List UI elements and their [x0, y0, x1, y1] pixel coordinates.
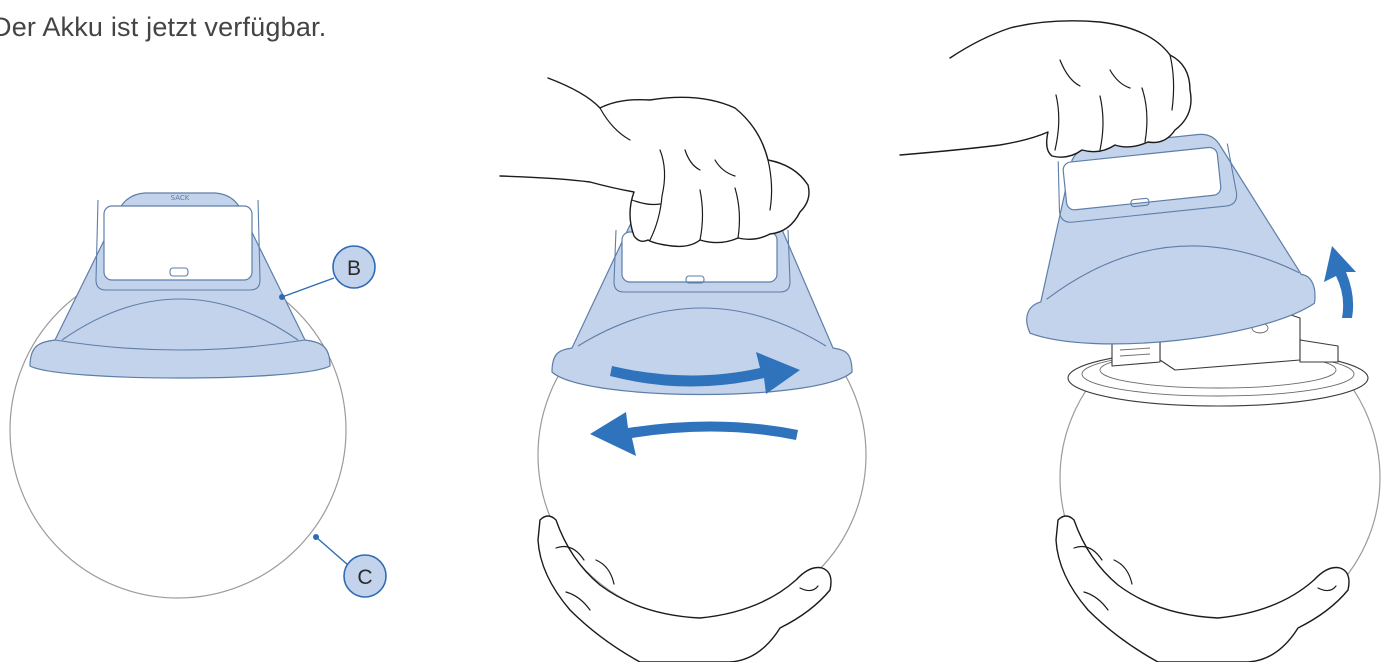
- handle-opening: [104, 206, 252, 280]
- lid: [1009, 124, 1318, 356]
- lid-brand: SACK: [171, 194, 190, 202]
- lamp-parts-figure: SACK B C: [10, 193, 386, 598]
- hand-gripping-lid: [500, 78, 809, 246]
- arrow-up-icon: [1324, 246, 1356, 318]
- callout-b-label: B: [347, 257, 361, 280]
- lift-lid-figure: [900, 21, 1380, 662]
- lid-b: SACK: [30, 193, 330, 378]
- callout-c-label: C: [357, 566, 372, 589]
- rotate-lid-figure: [500, 78, 866, 662]
- callout-c: C: [313, 534, 386, 597]
- callout-b: B: [279, 246, 375, 300]
- hand-lifting-lid: [900, 21, 1191, 157]
